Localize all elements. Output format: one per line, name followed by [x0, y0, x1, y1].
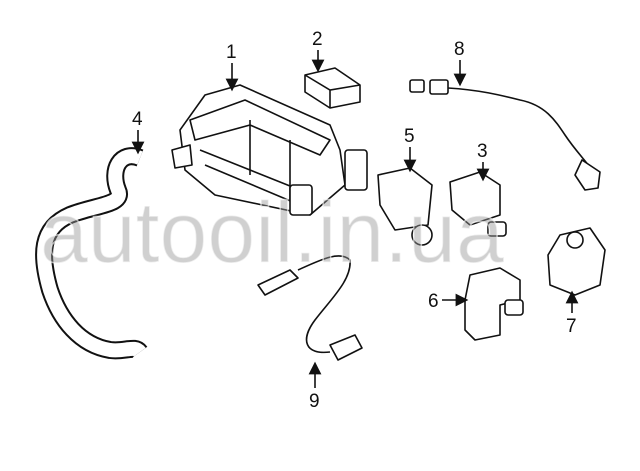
svg-text:1: 1 — [226, 42, 237, 63]
callout-3: 3 — [476, 141, 490, 182]
svg-text:3: 3 — [477, 141, 488, 162]
svg-text:7: 7 — [566, 316, 577, 337]
part-1-canister — [171, 84, 368, 216]
part-3-solenoid — [449, 171, 507, 237]
part-2-sensor — [304, 67, 361, 109]
callout-7: 7 — [565, 290, 579, 337]
svg-text:9: 9 — [309, 391, 320, 412]
svg-text:5: 5 — [404, 126, 415, 147]
part-9-oxygen-sensor — [257, 255, 363, 361]
watermark: autooil.in.ua — [40, 185, 504, 281]
callout-4: 4 — [131, 109, 145, 155]
callout-6: 6 — [428, 291, 469, 312]
callout-2: 2 — [311, 29, 325, 73]
part-4-hose — [35, 147, 148, 360]
callout-9: 9 — [308, 361, 322, 412]
svg-text:2: 2 — [312, 29, 323, 50]
callout-1: 1 — [225, 42, 239, 92]
part-5-valve — [377, 167, 433, 246]
part-8-oxygen-sensor — [409, 79, 601, 191]
svg-text:8: 8 — [454, 39, 465, 60]
part-7-pump — [547, 227, 606, 296]
callout-8: 8 — [453, 39, 467, 87]
svg-text:6: 6 — [428, 291, 439, 312]
callout-5: 5 — [403, 126, 417, 173]
part-6-valve — [464, 267, 524, 341]
svg-text:4: 4 — [132, 109, 143, 130]
